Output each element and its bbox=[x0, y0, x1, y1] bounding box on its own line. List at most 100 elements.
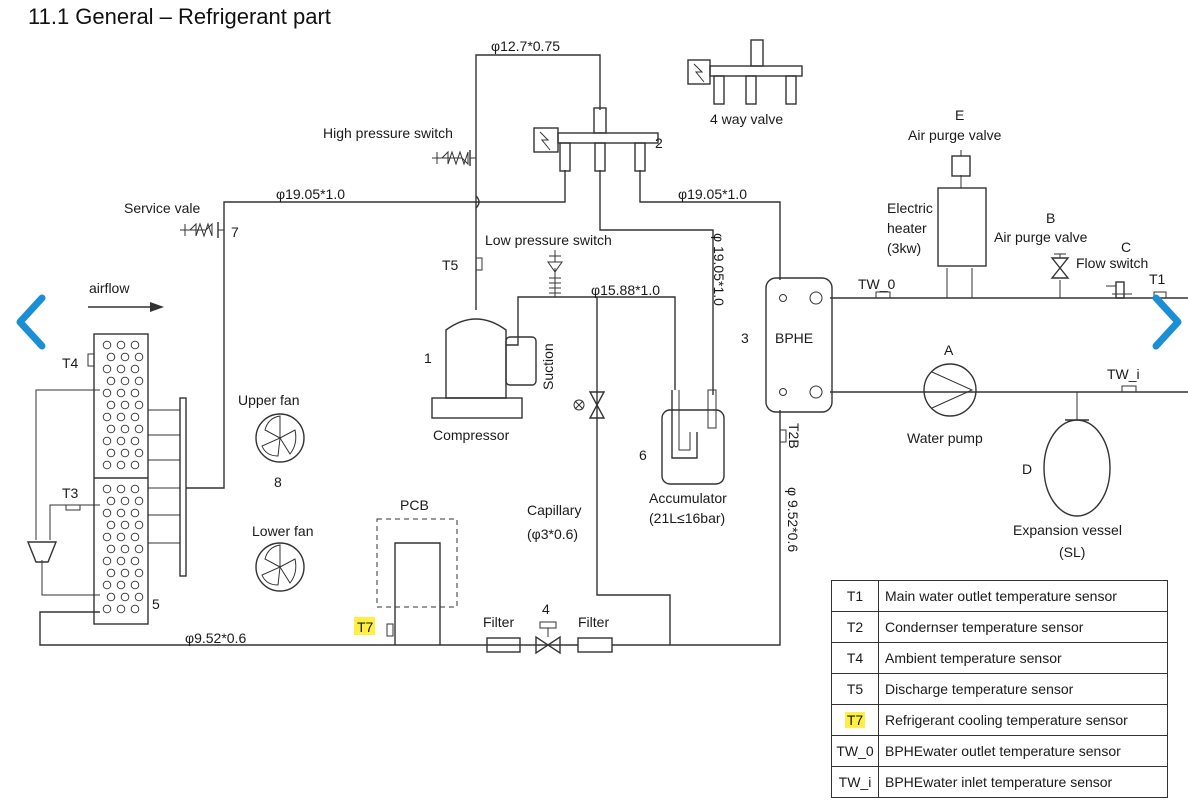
label-twi: TW_i bbox=[1107, 366, 1140, 382]
coil-tube bbox=[130, 412, 140, 422]
label-a: A bbox=[944, 342, 954, 358]
service-valve-icon bbox=[180, 222, 224, 238]
coil-tube bbox=[102, 364, 112, 374]
label-airflow: airflow bbox=[89, 280, 130, 296]
solenoid-valve-icon bbox=[535, 621, 561, 655]
label-suction: Suction bbox=[540, 343, 556, 390]
legend-code-text: TW_0 bbox=[836, 743, 874, 759]
label-high-pressure-switch: High pressure switch bbox=[323, 125, 453, 141]
label-bphe: BPHE bbox=[775, 330, 813, 346]
t5-sensor bbox=[475, 257, 483, 271]
label-t2b: T2B bbox=[786, 423, 802, 449]
label-tw0: TW_0 bbox=[858, 276, 896, 292]
capillary-valve-icon bbox=[573, 391, 606, 419]
label-num-2: 2 bbox=[655, 135, 663, 151]
label-upper-fan: Upper fan bbox=[238, 392, 299, 408]
accumulator-icon bbox=[661, 389, 725, 485]
t2b-sensor bbox=[779, 429, 787, 443]
page-title: 11.1 General – Refrigerant part bbox=[28, 4, 331, 29]
label-electric-heater-1: Electric bbox=[887, 200, 933, 216]
lower-fan-icon bbox=[255, 542, 305, 592]
coil-tube bbox=[116, 340, 126, 350]
coil-tube bbox=[130, 340, 140, 350]
coil-tube bbox=[116, 460, 126, 470]
label-electric-heater-2: heater bbox=[887, 220, 927, 236]
coil-tube bbox=[120, 496, 130, 506]
label-low-pressure-switch: Low pressure switch bbox=[485, 232, 612, 248]
legend-desc: Condernser temperature sensor bbox=[878, 611, 1168, 643]
coil-tube bbox=[134, 448, 144, 458]
prev-slide-button[interactable] bbox=[10, 294, 50, 350]
label-flow-switch: Flow switch bbox=[1076, 255, 1148, 271]
next-slide-button[interactable] bbox=[1148, 294, 1188, 350]
low-pressure-switch-icon bbox=[547, 250, 563, 294]
coil-tube bbox=[106, 400, 116, 410]
label-t5: T5 bbox=[442, 257, 459, 273]
coil-tube bbox=[130, 556, 140, 566]
legend-desc: BPHEwater outlet temperature sensor bbox=[878, 735, 1168, 767]
coil-tube bbox=[134, 544, 144, 554]
coil-tube bbox=[106, 352, 116, 362]
coil-tube bbox=[130, 580, 140, 590]
label-accumulator-spec: (21L≤16bar) bbox=[649, 510, 725, 526]
label-air-purge-b: Air purge valve bbox=[994, 229, 1088, 245]
diagram-labels: φ12.7*0.75 4 way valve High pressure swi… bbox=[62, 38, 1166, 646]
coil-icon bbox=[93, 333, 187, 625]
four-way-valve-installed bbox=[533, 107, 659, 172]
label-t1: T1 bbox=[1149, 271, 1166, 287]
coil-tube bbox=[102, 556, 112, 566]
legend-desc: Refrigerant cooling temperature sensor bbox=[878, 704, 1168, 736]
coil-tube bbox=[106, 592, 116, 602]
label-num-8: 8 bbox=[274, 474, 282, 490]
coil-tube bbox=[116, 508, 126, 518]
four-way-valve-icon bbox=[687, 39, 803, 105]
coil-tube bbox=[120, 400, 130, 410]
coil-tube bbox=[130, 436, 140, 446]
label-pipe-return: φ 9.52*0.6 bbox=[785, 487, 801, 552]
coil-tube bbox=[116, 532, 126, 542]
label-filter-right: Filter bbox=[578, 614, 609, 630]
label-capillary: Capillary bbox=[527, 502, 581, 518]
legend-code: TW_0 bbox=[831, 735, 879, 767]
coil-tube bbox=[120, 352, 130, 362]
water-pump-icon bbox=[923, 363, 977, 417]
label-lower-fan: Lower fan bbox=[252, 523, 313, 539]
tw0-sensor bbox=[875, 291, 891, 299]
coil-tube bbox=[106, 544, 116, 554]
label-num-1: 1 bbox=[424, 350, 432, 366]
label-pipe-bottom: φ9.52*0.6 bbox=[185, 630, 246, 646]
label-pipe-right-main: φ19.05*1.0 bbox=[678, 186, 747, 202]
legend-code-text: T2 bbox=[846, 619, 864, 635]
coil-tube bbox=[102, 508, 112, 518]
label-num-5: 5 bbox=[152, 596, 160, 612]
upper-fan-icon bbox=[255, 413, 305, 463]
label-pipe-left-main: φ19.05*1.0 bbox=[276, 186, 345, 202]
t3-sensor bbox=[65, 504, 81, 511]
coil-tube bbox=[106, 520, 116, 530]
legend-code: T7 bbox=[831, 704, 879, 736]
label-pcb: PCB bbox=[400, 497, 429, 513]
coil-tube bbox=[106, 496, 116, 506]
label-air-purge-e: Air purge valve bbox=[908, 127, 1002, 143]
legend-desc: Main water outlet temperature sensor bbox=[878, 580, 1168, 612]
coil-tube bbox=[106, 448, 116, 458]
label-expansion-vessel: Expansion vessel bbox=[1013, 522, 1122, 538]
coil-tube bbox=[120, 520, 130, 530]
label-t4: T4 bbox=[62, 355, 79, 371]
label-electric-heater-3: (3kw) bbox=[887, 240, 921, 256]
coil-tube bbox=[106, 568, 116, 578]
coil-tube bbox=[120, 568, 130, 578]
chevron-left-icon bbox=[16, 294, 46, 350]
coil-tube bbox=[120, 424, 130, 434]
label-b: B bbox=[1046, 210, 1055, 226]
label-num-7: 7 bbox=[231, 224, 239, 240]
label-e: E bbox=[955, 107, 964, 123]
coil-tube bbox=[102, 412, 112, 422]
label-t3: T3 bbox=[62, 485, 79, 501]
coil-tube bbox=[134, 376, 144, 386]
legend-code-text: T1 bbox=[846, 588, 864, 604]
coil-tube bbox=[120, 544, 130, 554]
label-num-6: 6 bbox=[639, 447, 647, 463]
